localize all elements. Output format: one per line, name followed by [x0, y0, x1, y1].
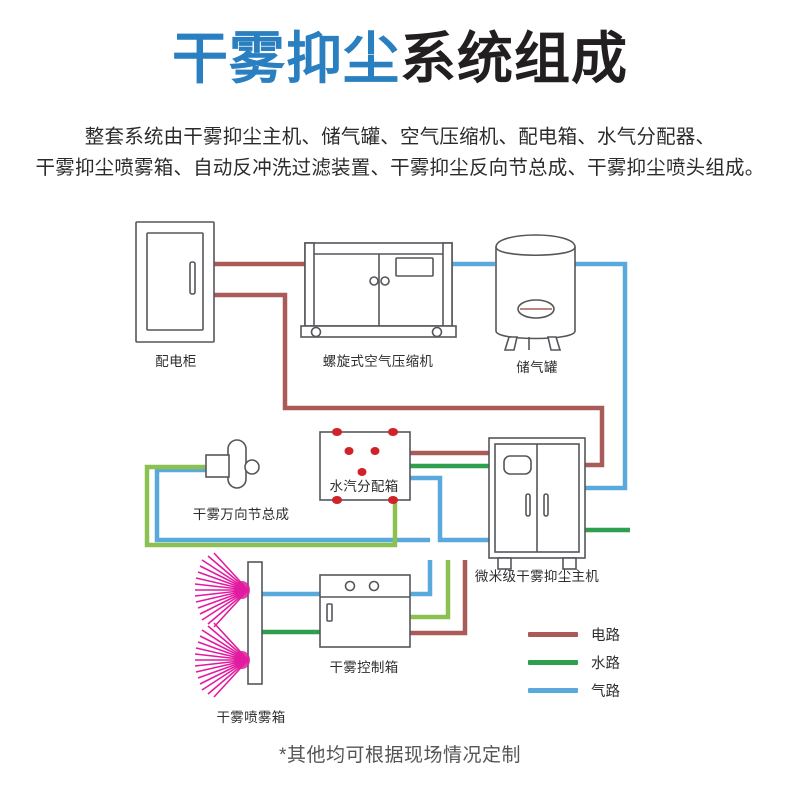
spray-nozzle-lower — [194, 622, 251, 698]
air-pipe-controlbox-to-host — [410, 560, 433, 597]
subtitle-line-1: 整套系统由干雾抑尘主机、储气罐、空气压缩机、配电箱、水气分配器、 — [84, 126, 716, 148]
spray-nozzle-upper — [194, 552, 251, 628]
legend-item-air: 气路 — [528, 676, 668, 704]
legend-item-electric: 电路 — [528, 620, 668, 648]
subtitle-line-2: 干雾抑尘喷雾箱、自动反冲洗过滤装置、干雾抑尘反向节总成、干雾抑尘喷头组成。 — [35, 157, 765, 179]
equipment-air-storage-tank — [495, 234, 576, 351]
legend: 电路 水路 气路 — [528, 620, 668, 704]
equipment-water-gas-distribution-box — [319, 431, 411, 501]
legend-swatch-electric — [528, 631, 578, 637]
label-screw-air-compressor: 螺旋式空气压缩机 — [322, 354, 434, 369]
label-water-gas-distribution-box: 水汽分配箱 — [329, 479, 399, 494]
page-title-highlight: 干雾抑尘 — [172, 27, 400, 90]
legend-swatch-air — [528, 687, 578, 693]
page-title-rest: 系统组成 — [400, 27, 628, 90]
footnote: *其他均可根据现场情况定制 — [279, 745, 521, 766]
page-title: 干雾抑尘系统组成 — [0, 26, 800, 92]
distribution-box-ports — [332, 428, 398, 504]
legend-item-water: 水路 — [528, 648, 668, 676]
air-pipe-tank-to-host — [575, 261, 628, 491]
legend-label-air: 气路 — [591, 683, 620, 700]
legend-label-electric: 电路 — [591, 627, 620, 644]
air-pipe-universal-joint-loop — [154, 467, 430, 543]
label-dry-fog-spray-box: 干雾喷雾箱 — [216, 710, 286, 725]
equipment-distribution-cabinet — [135, 221, 215, 343]
legend-label-water: 水路 — [591, 655, 620, 672]
air-pipe-distbox-right — [410, 475, 492, 543]
label-distribution-cabinet: 配电柜 — [155, 354, 197, 369]
subtitle: 整套系统由干雾抑尘主机、储气罐、空气压缩机、配电箱、水气分配器、 干雾抑尘喷雾箱… — [0, 122, 800, 184]
electric-pipe-host-to-control-box — [410, 560, 468, 636]
label-micron-dry-fog-host: 微米级干雾抑尘主机 — [474, 569, 600, 584]
equipment-dry-fog-spray-box — [247, 561, 263, 685]
equipment-micron-dry-fog-host — [488, 437, 586, 570]
label-dry-fog-universal-joint: 干雾万向节总成 — [192, 507, 290, 522]
equipment-screw-air-compressor — [300, 242, 457, 338]
label-air-storage-tank: 储气罐 — [516, 360, 558, 375]
legend-swatch-water — [528, 659, 578, 665]
water-pipe-distbox-loop — [144, 464, 398, 548]
equipment-dry-fog-universal-joint — [205, 439, 260, 489]
equipment-dry-fog-control-box — [319, 574, 411, 648]
label-dry-fog-control-box: 干雾控制箱 — [329, 660, 399, 675]
water-pipe-controlbox-to-host — [410, 560, 451, 620]
